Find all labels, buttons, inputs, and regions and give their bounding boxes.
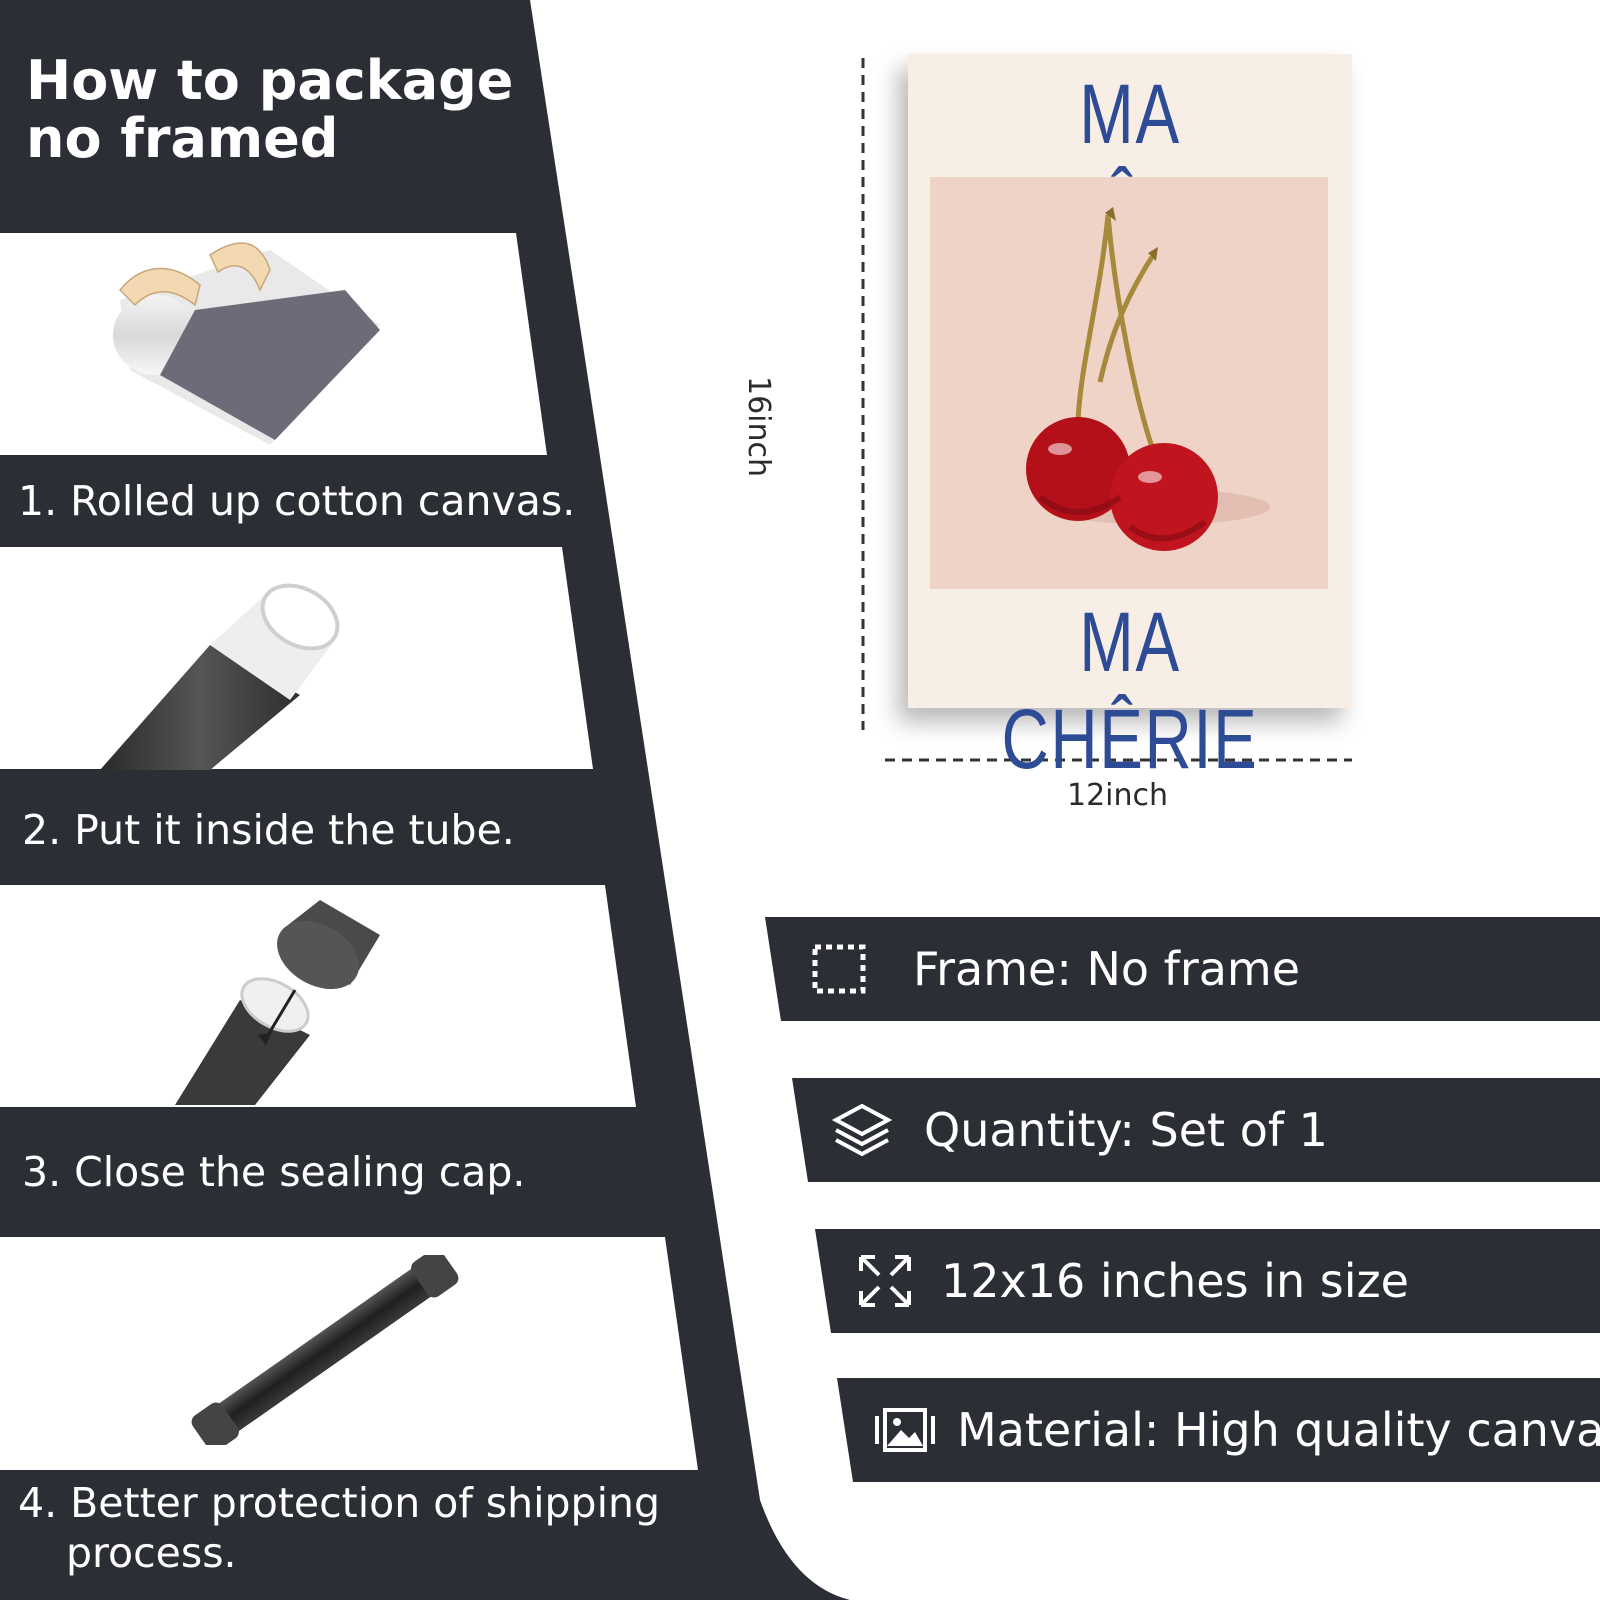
height-label: 16inch bbox=[741, 376, 776, 478]
step-3-label: 3. Close the sealing cap. bbox=[22, 1148, 526, 1196]
dimension-lines bbox=[861, 58, 1352, 762]
step-4-label-line-2: process. bbox=[66, 1529, 237, 1577]
layers-icon bbox=[831, 1103, 893, 1157]
rolled-canvas-illustration bbox=[113, 242, 380, 445]
cherries-icon bbox=[1026, 207, 1270, 551]
cherry-artwork bbox=[930, 177, 1328, 589]
sealing-cap-illustration bbox=[175, 900, 380, 1105]
spec-frame-text: Frame: No frame bbox=[913, 942, 1301, 996]
poster-title-bottom: MA CHÊRIE bbox=[1001, 595, 1259, 786]
spec-quantity-text: Quantity: Set of 1 bbox=[924, 1103, 1328, 1157]
heading-line-1: How to package bbox=[26, 49, 514, 112]
packaging-heading: How to package no framed bbox=[26, 52, 546, 168]
step-3-panel bbox=[0, 885, 636, 1107]
spec-size: 12x16 inches in size bbox=[815, 1229, 1600, 1333]
frame-icon bbox=[812, 944, 866, 994]
spec-quantity: Quantity: Set of 1 bbox=[792, 1078, 1600, 1182]
step-1-label: 1. Rolled up cotton canvas. bbox=[18, 477, 576, 525]
heading-line-2: no framed bbox=[26, 107, 339, 170]
step-4-label-line-1: 4. Better protection of shipping bbox=[18, 1479, 660, 1527]
step-2-label: 2. Put it inside the tube. bbox=[22, 806, 515, 854]
width-label: 12inch bbox=[1067, 778, 1169, 813]
sealed-tube-illustration bbox=[191, 1255, 459, 1445]
poster-preview: MA CHÊRIE MA CHÊRIE bbox=[908, 54, 1352, 786]
tube-illustration bbox=[100, 583, 340, 770]
expand-arrows-icon bbox=[859, 1255, 911, 1307]
spec-material-text: Material: High quality canvas bbox=[957, 1403, 1600, 1457]
spec-size-text: 12x16 inches in size bbox=[941, 1254, 1409, 1308]
step-4-label: 4. Better protection of shipping process… bbox=[18, 1478, 678, 1578]
image-icon bbox=[875, 1408, 935, 1452]
spec-material: Material: High quality canvas bbox=[837, 1378, 1600, 1482]
spec-frame: Frame: No frame bbox=[765, 917, 1600, 1021]
